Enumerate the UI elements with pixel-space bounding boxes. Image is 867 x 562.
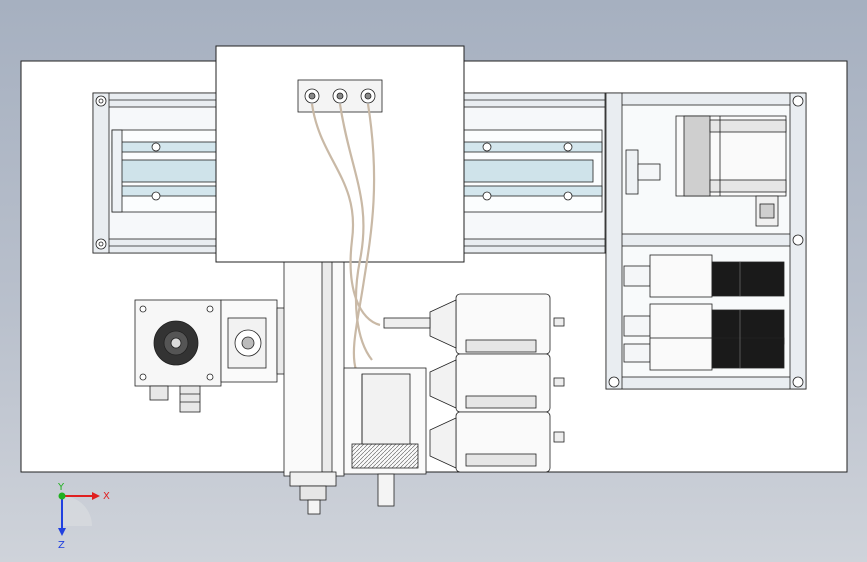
x-arrowhead-icon: [92, 492, 100, 500]
rotary-unit: [134, 299, 286, 413]
y-axis-dot: [58, 492, 66, 500]
servo-motor: [625, 115, 787, 227]
x-axis-label: X: [103, 491, 110, 502]
air-tubes: [310, 103, 381, 371]
z-arrowhead-icon: [58, 528, 66, 536]
cylinders: [383, 293, 565, 473]
triad-quadrant: [62, 496, 92, 526]
axis-triad: X Y Z: [57, 482, 110, 551]
z-axis-label: Z: [58, 540, 65, 551]
y-axis-label: Y: [57, 482, 65, 493]
pneumatic-valves: [623, 254, 785, 371]
stepper-motor: [343, 367, 427, 507]
carriage-plate: [215, 45, 465, 263]
